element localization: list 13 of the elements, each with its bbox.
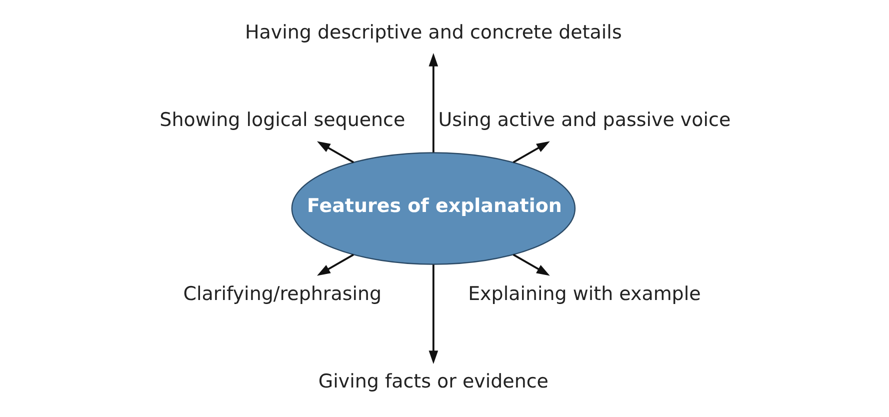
node-text: Showing logical sequence — [159, 108, 405, 131]
node-text: Having descriptive and concrete details — [244, 22, 622, 44]
node-ellipse: Features of explanation — [290, 152, 576, 265]
arrow — [512, 141, 550, 164]
arrow — [316, 254, 354, 276]
arrow — [316, 141, 354, 164]
node-text: Explaining with example — [468, 283, 700, 306]
node-text: Giving facts or evidence — [318, 370, 548, 392]
arrow — [428, 264, 438, 364]
node-text: Using active and passive voice — [438, 108, 730, 131]
arrow — [428, 53, 438, 152]
arrow — [512, 254, 550, 276]
node-text: Clarifying/rephrasing — [182, 283, 382, 306]
